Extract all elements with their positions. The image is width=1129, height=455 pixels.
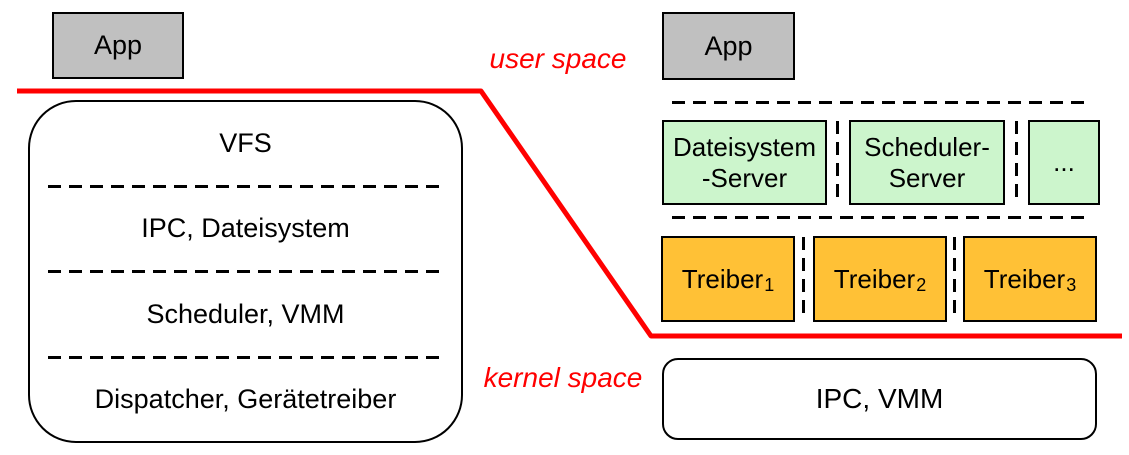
server-box-ellipsis: ...: [1028, 120, 1100, 205]
kernel-space-label: kernel space: [483, 362, 643, 393]
microkernel-box: IPC, VMM: [662, 358, 1097, 440]
driver-divider-dashed: [953, 237, 956, 321]
app-label: App: [93, 30, 143, 60]
dashed-separator-app-servers: [672, 101, 1086, 104]
driver-divider-dashed: [802, 237, 805, 321]
driver-label: Treiber: [681, 263, 764, 294]
server-divider-dashed: [1015, 121, 1018, 205]
app-box-microkernel: App: [662, 12, 795, 80]
layer-divider-dashed: [48, 355, 443, 359]
driver-label: Treiber: [833, 263, 916, 294]
layer-divider-dashed: [48, 184, 443, 188]
kernel-layer-vfs: VFS: [219, 127, 272, 158]
server-box-dateisystem: Dateisystem -Server: [662, 120, 827, 205]
user-space-label: user space: [489, 43, 627, 74]
driver-subscript: 1: [764, 274, 775, 295]
dashed-separator-servers-drivers: [672, 216, 1086, 219]
kernel-layer-dispatcher-geraetetreiber: Dispatcher, Gerätetreiber: [94, 384, 397, 415]
app-label: App: [704, 30, 753, 61]
app-box-monolithic: App: [52, 12, 184, 79]
kernel-layer-scheduler-vmm: Scheduler, VMM: [146, 298, 345, 329]
driver-label: Treiber: [983, 263, 1066, 294]
microkernel-label: IPC, VMM: [815, 383, 944, 414]
kernel-layer-ipc-dateisystem: IPC, Dateisystem: [141, 213, 350, 244]
layer-divider-dashed: [48, 270, 443, 273]
monolithic-kernel-box: VFS IPC, Dateisystem Scheduler, VMM Disp…: [28, 100, 463, 443]
server-divider-dashed: [836, 121, 839, 205]
driver-subscript: 3: [1066, 274, 1077, 295]
server-box-scheduler: Scheduler- Server: [849, 120, 1005, 205]
driver-subscript: 2: [916, 274, 927, 295]
